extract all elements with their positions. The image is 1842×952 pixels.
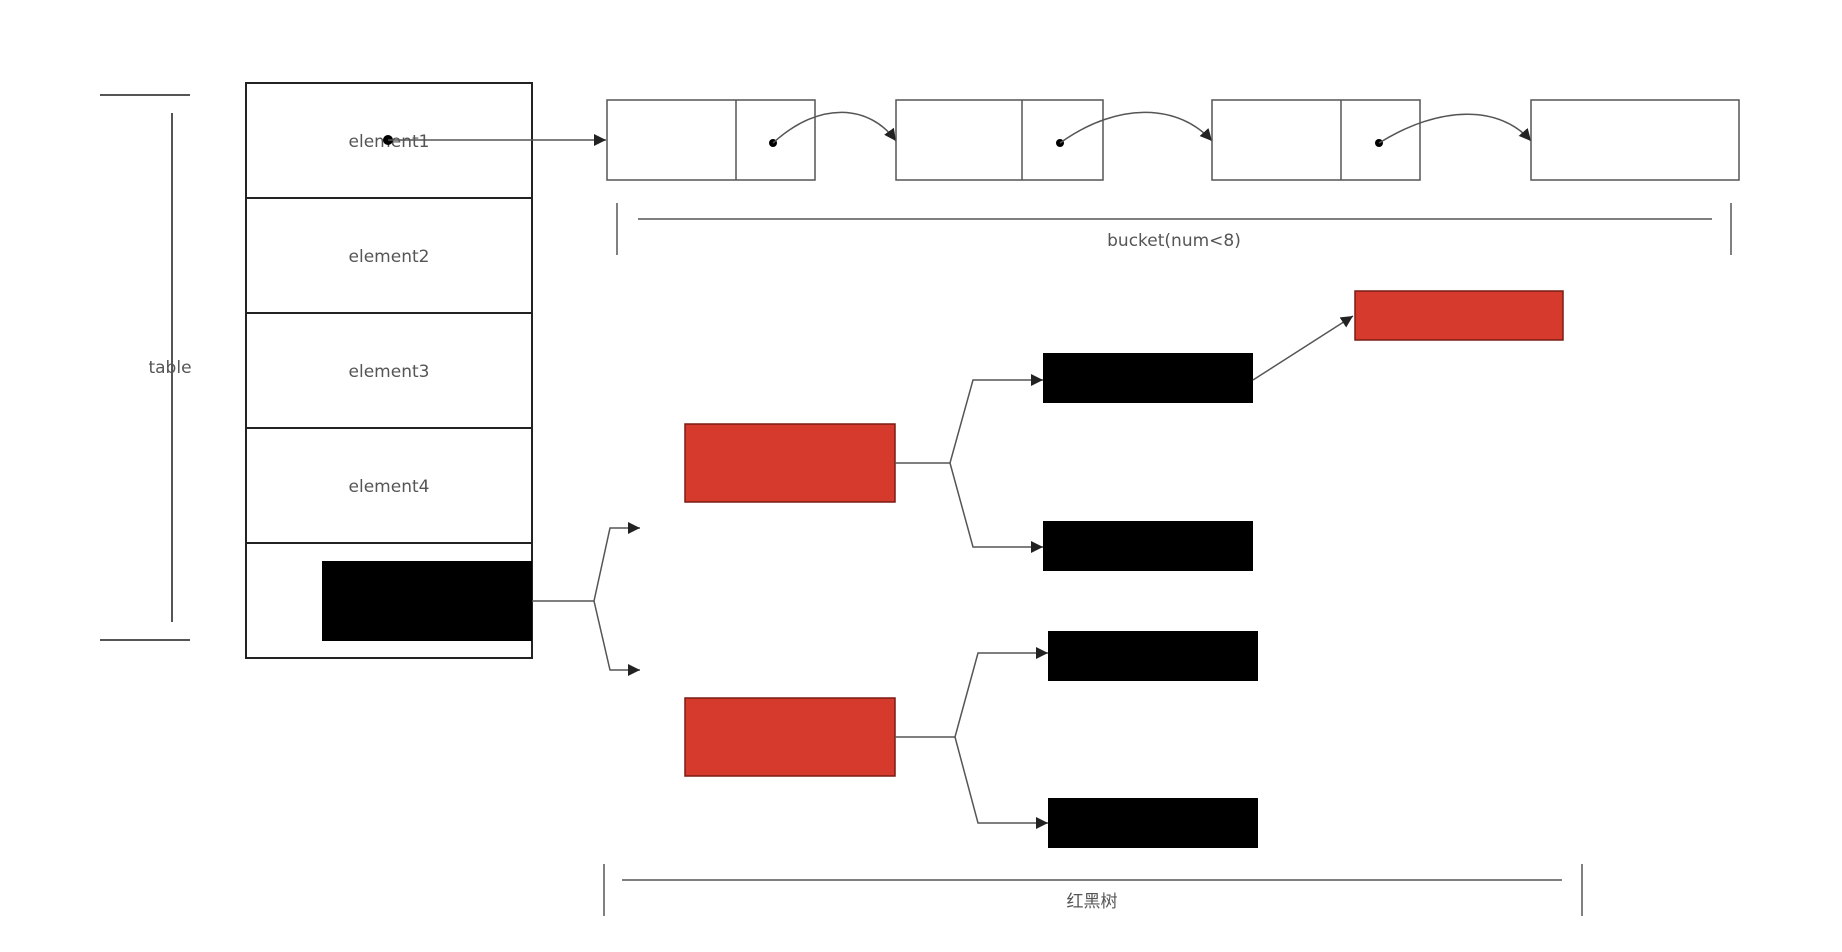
table: element1 element2 element3 element4	[245, 82, 533, 659]
tree-span-bracket	[603, 864, 1583, 916]
next-pointer-arrow	[1059, 111, 1213, 144]
tree-node-black	[1048, 631, 1258, 681]
bucket-linked-list	[606, 99, 1740, 181]
root-to-upper-branch-arrow	[532, 522, 640, 602]
root-to-lower-branch-arrow	[593, 600, 640, 676]
bucket-node	[1530, 99, 1740, 181]
bucket-node	[1211, 99, 1421, 181]
table-outline	[245, 82, 533, 659]
tree-node-black	[1048, 798, 1258, 848]
tree-node-black	[1043, 521, 1253, 571]
tree-node-red	[684, 697, 896, 777]
table-row-label: element3	[349, 362, 430, 382]
bucket-span-bracket	[616, 203, 1732, 255]
tree-node-red	[684, 423, 896, 503]
tree-edge-arrow	[895, 374, 1043, 464]
tree-node-black	[1043, 353, 1253, 403]
table-label: table	[148, 358, 191, 378]
tree-edge-arrow	[1252, 315, 1354, 381]
table-span-bracket	[100, 94, 190, 641]
bucket-node	[895, 99, 1104, 181]
tree-edge-arrow	[895, 647, 1048, 738]
tree-edge-arrow	[954, 736, 1048, 829]
tree-edge-arrow	[949, 462, 1043, 553]
next-pointer-arrow	[1378, 113, 1532, 144]
table-row-label: element4	[349, 477, 430, 497]
bucket-node	[606, 99, 816, 181]
next-pointer-arrow	[772, 111, 897, 144]
tree-node-red	[1354, 290, 1564, 341]
table-row-label: element2	[349, 247, 430, 267]
bucket-label: bucket(num<8)	[1107, 231, 1241, 251]
tree-root-node-black	[322, 561, 532, 641]
tree-label: 红黑树	[1067, 892, 1118, 912]
